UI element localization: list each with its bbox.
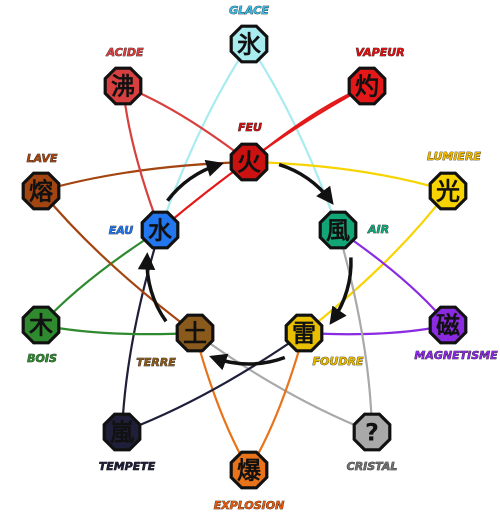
- node-terre-badge: [178, 316, 212, 350]
- node-bois-glyph: 木: [28, 312, 54, 340]
- node-feu-glyph: 火: [237, 149, 261, 177]
- node-lave-glyph: 熔: [29, 178, 54, 206]
- node-vapeur-badge: [350, 69, 384, 103]
- link-acide-feu: [122, 84, 250, 163]
- node-tempete-badge: [105, 415, 139, 449]
- node-foudre-label: FOUDRE: [313, 355, 364, 368]
- node-foudre-glyph: 雷: [292, 320, 316, 348]
- node-foudre-badge: [287, 316, 321, 350]
- link-lumiere-foudre: [303, 190, 449, 334]
- node-terre: 土 TERRE: [136, 313, 215, 369]
- node-vapeur: 灼 VAPEUR: [347, 46, 405, 106]
- element-cycle: [137, 159, 353, 371]
- cycle-arrow-air-foudre: [329, 257, 353, 325]
- node-cristal-glyph: ?: [365, 419, 379, 447]
- node-cristal-label: CRISTAL: [347, 460, 398, 473]
- link-tempete-eau: [120, 229, 162, 433]
- node-magnetisme-badge: [431, 308, 465, 342]
- node-feu-label: FEU: [238, 121, 262, 134]
- node-cristal-badge: [355, 415, 389, 449]
- node-tempete-label: TEMPETE: [99, 460, 156, 473]
- node-tempete: 嵐 TEMPETE: [98, 412, 156, 473]
- node-lave-badge: [24, 174, 58, 208]
- node-glace-badge: [232, 27, 266, 61]
- node-terre-glyph: 土: [183, 320, 207, 348]
- node-feu: 火 FEU: [229, 121, 269, 182]
- node-bois-label: BOIS: [27, 352, 57, 365]
- combination-links: [40, 43, 449, 471]
- node-foudre: 雷 FOUDRE: [284, 313, 364, 368]
- node-acide-badge: [106, 69, 140, 103]
- node-acide-label: ACIDE: [106, 46, 144, 59]
- node-explosion: 爆 EXPLOSION: [213, 450, 285, 512]
- cycle-arrow-foudre-terre: [209, 353, 286, 371]
- cycle-arrow-eau-feu: [166, 159, 224, 202]
- link-lave-terre: [40, 190, 196, 334]
- link-vapeur-feu: [248, 84, 368, 163]
- node-lumiere-label: LUMIERE: [427, 150, 481, 163]
- node-explosion-label: EXPLOSION: [214, 499, 285, 512]
- node-lave: 熔 LAVE: [21, 152, 61, 211]
- link-glace-eau: [158, 43, 250, 231]
- link-glace-air: [248, 43, 340, 231]
- cycle-arrow-feu-air: [278, 162, 334, 205]
- node-lumiere: 光 LUMIERE: [427, 150, 482, 211]
- link-tempete-foudre: [121, 332, 305, 434]
- link-magnetisme-air: [337, 229, 449, 326]
- node-explosion-glyph: 爆: [237, 457, 262, 485]
- node-glace: 氷 GLACE: [229, 4, 270, 64]
- node-magnetisme-label: MAGNETISME: [414, 349, 498, 362]
- node-terre-label: TERRE: [136, 356, 176, 369]
- link-explosion-foudre: [248, 332, 306, 471]
- node-eau-label: EAU: [109, 224, 134, 237]
- node-air-badge: [321, 213, 355, 247]
- node-eau-glyph: 水: [148, 217, 173, 245]
- node-air: 風 AIR: [318, 210, 389, 250]
- link-explosion-terre: [193, 332, 250, 471]
- link-bois-terre: [40, 323, 196, 336]
- node-vapeur-glyph: 灼: [355, 73, 379, 101]
- link-cristal-air: [336, 229, 374, 433]
- link-magnetisme-foudre: [303, 323, 449, 336]
- node-magnetisme-glyph: 磁: [436, 312, 460, 340]
- node-lumiere-glyph: 光: [435, 178, 460, 206]
- node-acide-glyph: 沸: [111, 73, 135, 101]
- link-vapeur-eau: [159, 85, 368, 231]
- cycle-arrow-terre-eau: [137, 252, 168, 323]
- node-feu-badge: [232, 145, 266, 179]
- node-magnetisme: 磁 MAGNETISME: [414, 305, 498, 362]
- node-lave-label: LAVE: [27, 152, 58, 165]
- node-cristal: ? CRISTAL: [346, 412, 398, 473]
- node-bois-badge: [24, 308, 58, 342]
- node-glace-glyph: 氷: [237, 31, 262, 59]
- link-bois-eau: [40, 229, 161, 326]
- node-explosion-badge: [232, 453, 266, 487]
- node-eau-badge: [143, 213, 177, 247]
- element-nodes: 火 FEU 風 AIR 雷 FOUDRE 土 TERRE 水 EAU 氷 GLACE 灼 VAPEUR 光 L…: [21, 4, 498, 512]
- node-tempete-glyph: 嵐: [110, 419, 135, 447]
- node-vapeur-label: VAPEUR: [355, 46, 404, 59]
- node-lumiere-badge: [431, 174, 465, 208]
- link-acide-eau: [121, 85, 162, 231]
- node-glace-label: GLACE: [229, 4, 269, 17]
- node-air-glyph: 風: [326, 217, 350, 245]
- node-eau: 水 EAU: [108, 210, 180, 250]
- link-lumiere-feu: [248, 160, 449, 193]
- node-bois: 木 BOIS: [21, 305, 61, 365]
- node-acide: 沸 ACIDE: [103, 46, 144, 106]
- node-air-label: AIR: [367, 223, 389, 236]
